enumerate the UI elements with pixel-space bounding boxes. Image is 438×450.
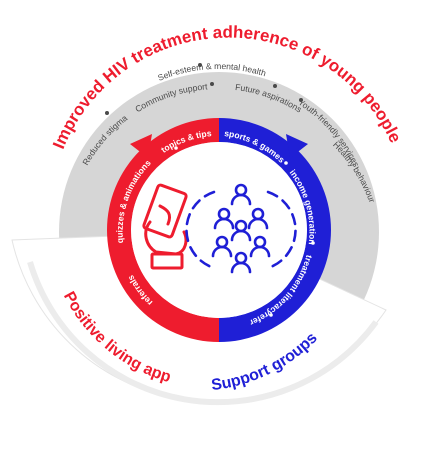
groups-ring-arrowhead xyxy=(286,134,308,158)
inner-disc xyxy=(131,142,307,318)
groups-ring xyxy=(219,118,331,342)
lower-wedge-shade xyxy=(27,261,379,406)
groups-item-bullets xyxy=(269,161,315,317)
people-circle-icon xyxy=(185,183,297,274)
outcome-bullets xyxy=(105,63,303,115)
app-ring xyxy=(107,118,219,342)
app-ring-arrowhead xyxy=(130,134,152,158)
hand-holding-phone-icon xyxy=(142,183,188,270)
